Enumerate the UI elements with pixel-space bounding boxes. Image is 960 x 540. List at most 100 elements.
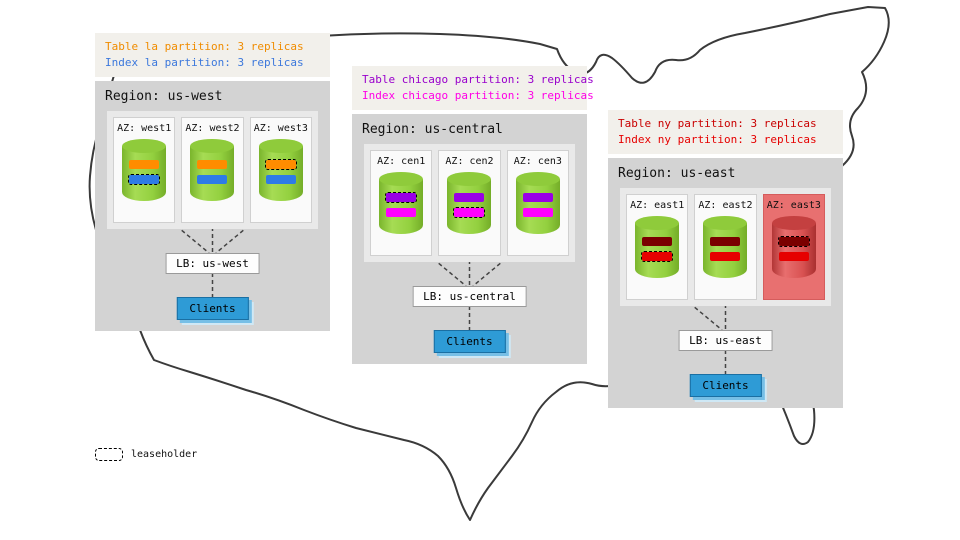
replica-bars	[522, 192, 554, 218]
az-label: AZ: west1	[117, 123, 172, 134]
annotation-table-line: Table ny partition: 3 replicas	[618, 117, 817, 130]
az-box-west2: AZ: west2	[181, 117, 244, 223]
cylinder-body	[379, 179, 424, 234]
table-replica-bar	[264, 159, 297, 170]
az-row: AZ: east1 AZ: east2	[620, 188, 831, 306]
az-box-cen1: AZ: cen1	[370, 150, 433, 256]
table-replica-bar	[196, 159, 228, 170]
replica-bars	[128, 159, 161, 185]
replica-bars	[453, 192, 486, 218]
replica-bars	[777, 236, 810, 262]
database-cylinder-icon	[703, 216, 748, 278]
annotation-table-line: Table la partition: 3 replicas	[105, 40, 304, 53]
replica-bars	[196, 159, 228, 185]
cylinder-top	[122, 139, 167, 153]
database-cylinder-icon	[771, 216, 816, 278]
index-replica-bar	[128, 174, 161, 185]
region-title: Region: us-west	[105, 89, 223, 104]
index-replica-bar	[641, 251, 674, 262]
cylinder-top	[771, 216, 816, 230]
table-replica-bar	[453, 192, 485, 203]
az-box-east2: AZ: east2	[694, 194, 757, 300]
load-balancer-us-east: LB: us-east	[678, 330, 773, 351]
database-cylinder-icon	[515, 172, 560, 234]
annotation-table-line: Table chicago partition: 3 replicas	[362, 73, 594, 86]
az-label: AZ: west3	[253, 123, 308, 134]
load-balancer-us-west: LB: us-west	[165, 253, 260, 274]
az-box-east3: AZ: east3	[762, 194, 825, 300]
az-label: AZ: cen3	[513, 156, 562, 167]
cylinder-top	[515, 172, 560, 186]
table-replica-bar	[709, 236, 741, 247]
annotation-us-east: Table ny partition: 3 replicas Index ny …	[608, 110, 843, 154]
cylinder-body	[703, 223, 748, 278]
load-balancer-us-central: LB: us-central	[412, 286, 527, 307]
cylinder-body	[447, 179, 492, 234]
replica-bars	[709, 236, 741, 262]
clients-us-central: Clients	[433, 330, 506, 353]
az-label: AZ: cen2	[445, 156, 494, 167]
table-replica-bar	[385, 192, 418, 203]
az-box-east1: AZ: east1	[626, 194, 689, 300]
az-box-cen2: AZ: cen2	[438, 150, 501, 256]
us-map-outline	[88, 6, 890, 521]
index-replica-bar	[522, 207, 554, 218]
cylinder-body	[190, 146, 235, 201]
table-replica-bar	[522, 192, 554, 203]
cylinder-body	[258, 146, 303, 201]
clients-us-east: Clients	[689, 374, 762, 397]
legend: leaseholder	[95, 448, 197, 461]
replica-bars	[385, 192, 418, 218]
database-cylinder-icon	[379, 172, 424, 234]
az-box-west3: AZ: west3	[249, 117, 312, 223]
database-cylinder-icon	[635, 216, 680, 278]
table-replica-bar	[641, 236, 673, 247]
az-box-west1: AZ: west1	[113, 117, 176, 223]
table-replica-bar	[128, 159, 160, 170]
az-label: AZ: west2	[185, 123, 240, 134]
annotation-index-line: Index chicago partition: 3 replicas	[362, 89, 594, 102]
cylinder-top	[447, 172, 492, 186]
leaseholder-swatch-icon	[95, 448, 123, 461]
region-panel-us-east: Region: us-east AZ: east1 AZ: east2	[608, 158, 843, 408]
az-row: AZ: cen1 AZ: cen2	[364, 144, 575, 262]
az-label: AZ: east1	[630, 200, 685, 211]
index-replica-bar	[385, 207, 417, 218]
cylinder-body	[771, 223, 816, 278]
cylinder-body	[122, 146, 167, 201]
database-cylinder-icon	[447, 172, 492, 234]
database-cylinder-icon	[190, 139, 235, 201]
region-title: Region: us-east	[618, 166, 736, 181]
index-replica-bar	[265, 174, 297, 185]
annotation-us-central: Table chicago partition: 3 replicas Inde…	[352, 66, 594, 110]
region-group-us-east: Table ny partition: 3 replicas Index ny …	[608, 110, 843, 408]
cylinder-top	[190, 139, 235, 153]
az-label: AZ: east3	[766, 200, 821, 211]
az-label: AZ: cen1	[377, 156, 426, 167]
az-label: AZ: east2	[698, 200, 753, 211]
table-replica-bar	[777, 236, 810, 247]
cylinder-top	[379, 172, 424, 186]
index-replica-bar	[453, 207, 486, 218]
cylinder-top	[635, 216, 680, 230]
replica-bars	[264, 159, 297, 185]
region-group-us-west: Table la partition: 3 replicas Index la …	[95, 33, 330, 331]
az-box-cen3: AZ: cen3	[506, 150, 569, 256]
cylinder-top	[258, 139, 303, 153]
database-cylinder-icon	[258, 139, 303, 201]
cylinder-body	[635, 223, 680, 278]
annotation-index-line: Index ny partition: 3 replicas	[618, 133, 817, 146]
region-group-us-central: Table chicago partition: 3 replicas Inde…	[352, 66, 594, 364]
annotation-us-west: Table la partition: 3 replicas Index la …	[95, 33, 330, 77]
index-replica-bar	[778, 251, 810, 262]
annotation-index-line: Index la partition: 3 replicas	[105, 56, 304, 69]
index-replica-bar	[709, 251, 741, 262]
replica-bars	[641, 236, 674, 262]
region-panel-us-west: Region: us-west AZ: west1 AZ: we	[95, 81, 330, 331]
clients-us-west: Clients	[176, 297, 249, 320]
cylinder-top	[703, 216, 748, 230]
database-cylinder-icon	[122, 139, 167, 201]
region-title: Region: us-central	[362, 122, 503, 137]
region-panel-us-central: Region: us-central AZ: cen1 AZ:	[352, 114, 587, 364]
